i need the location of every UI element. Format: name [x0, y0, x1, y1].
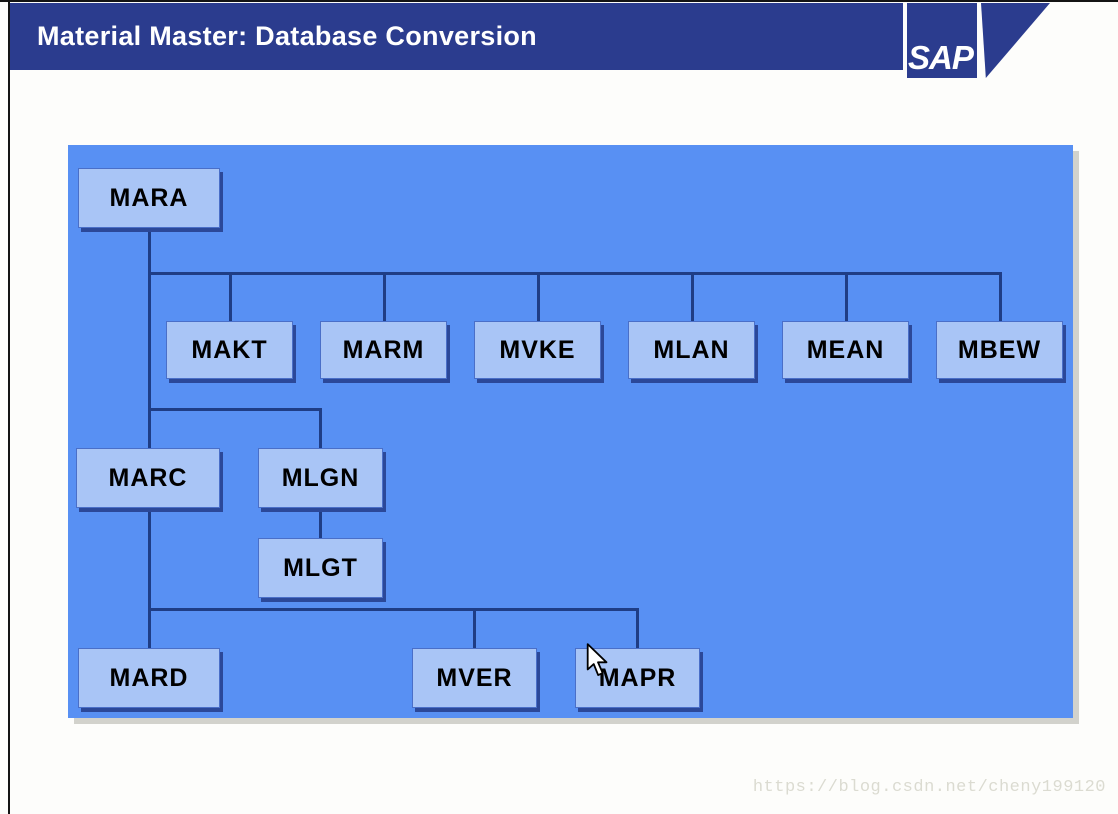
- diagram-node-makt: MAKT: [166, 321, 293, 379]
- connector-line: [319, 408, 322, 448]
- diagram-node-mard: MARD: [78, 648, 220, 708]
- diagram-node-mlgt: MLGT: [258, 538, 383, 598]
- watermark: https://blog.csdn.net/cheny199120: [752, 778, 1106, 797]
- slide-title-bar: Material Master: Database Conversion: [10, 3, 903, 70]
- connector-line: [148, 608, 639, 611]
- connector-line: [148, 228, 151, 448]
- connector-line: [845, 272, 848, 321]
- diagram-node-marm: MARM: [320, 321, 447, 379]
- connector-line: [319, 508, 322, 538]
- connector-line: [148, 272, 1002, 275]
- diagram-node-mlan: MLAN: [628, 321, 755, 379]
- mouse-cursor-icon: [586, 643, 608, 676]
- page-title: Material Master: Database Conversion: [37, 21, 537, 51]
- connector-line: [537, 272, 540, 321]
- diagram-node-mean: MEAN: [782, 321, 909, 379]
- diagram-node-marc: MARC: [76, 448, 220, 508]
- connector-line: [148, 508, 151, 648]
- connector-line: [473, 608, 476, 648]
- connector-line: [999, 272, 1002, 321]
- diagram-node-mbew: MBEW: [936, 321, 1063, 379]
- diagram-node-mlgn: MLGN: [258, 448, 383, 508]
- connector-line: [636, 608, 639, 648]
- connector-line: [148, 408, 322, 411]
- diagram-node-mvke: MVKE: [474, 321, 601, 379]
- left-border-line: [8, 0, 10, 814]
- connector-line: [691, 272, 694, 321]
- diagram-node-mapr: MAPR: [575, 648, 700, 708]
- sap-logo: SAP: [907, 3, 977, 78]
- sap-logo-text: SAP: [908, 39, 974, 76]
- diagram-panel: MARA MAKT MARM MVKE MLAN MEAN MBEW MARC MLGN MLGT…: [68, 145, 1073, 718]
- connector-line: [383, 272, 386, 321]
- diagram-node-mara: MARA: [78, 168, 220, 228]
- top-border-line: [0, 0, 1118, 2]
- connector-line: [229, 272, 232, 321]
- sap-logo-flag: [981, 3, 1050, 78]
- diagram-node-mver: MVER: [412, 648, 537, 708]
